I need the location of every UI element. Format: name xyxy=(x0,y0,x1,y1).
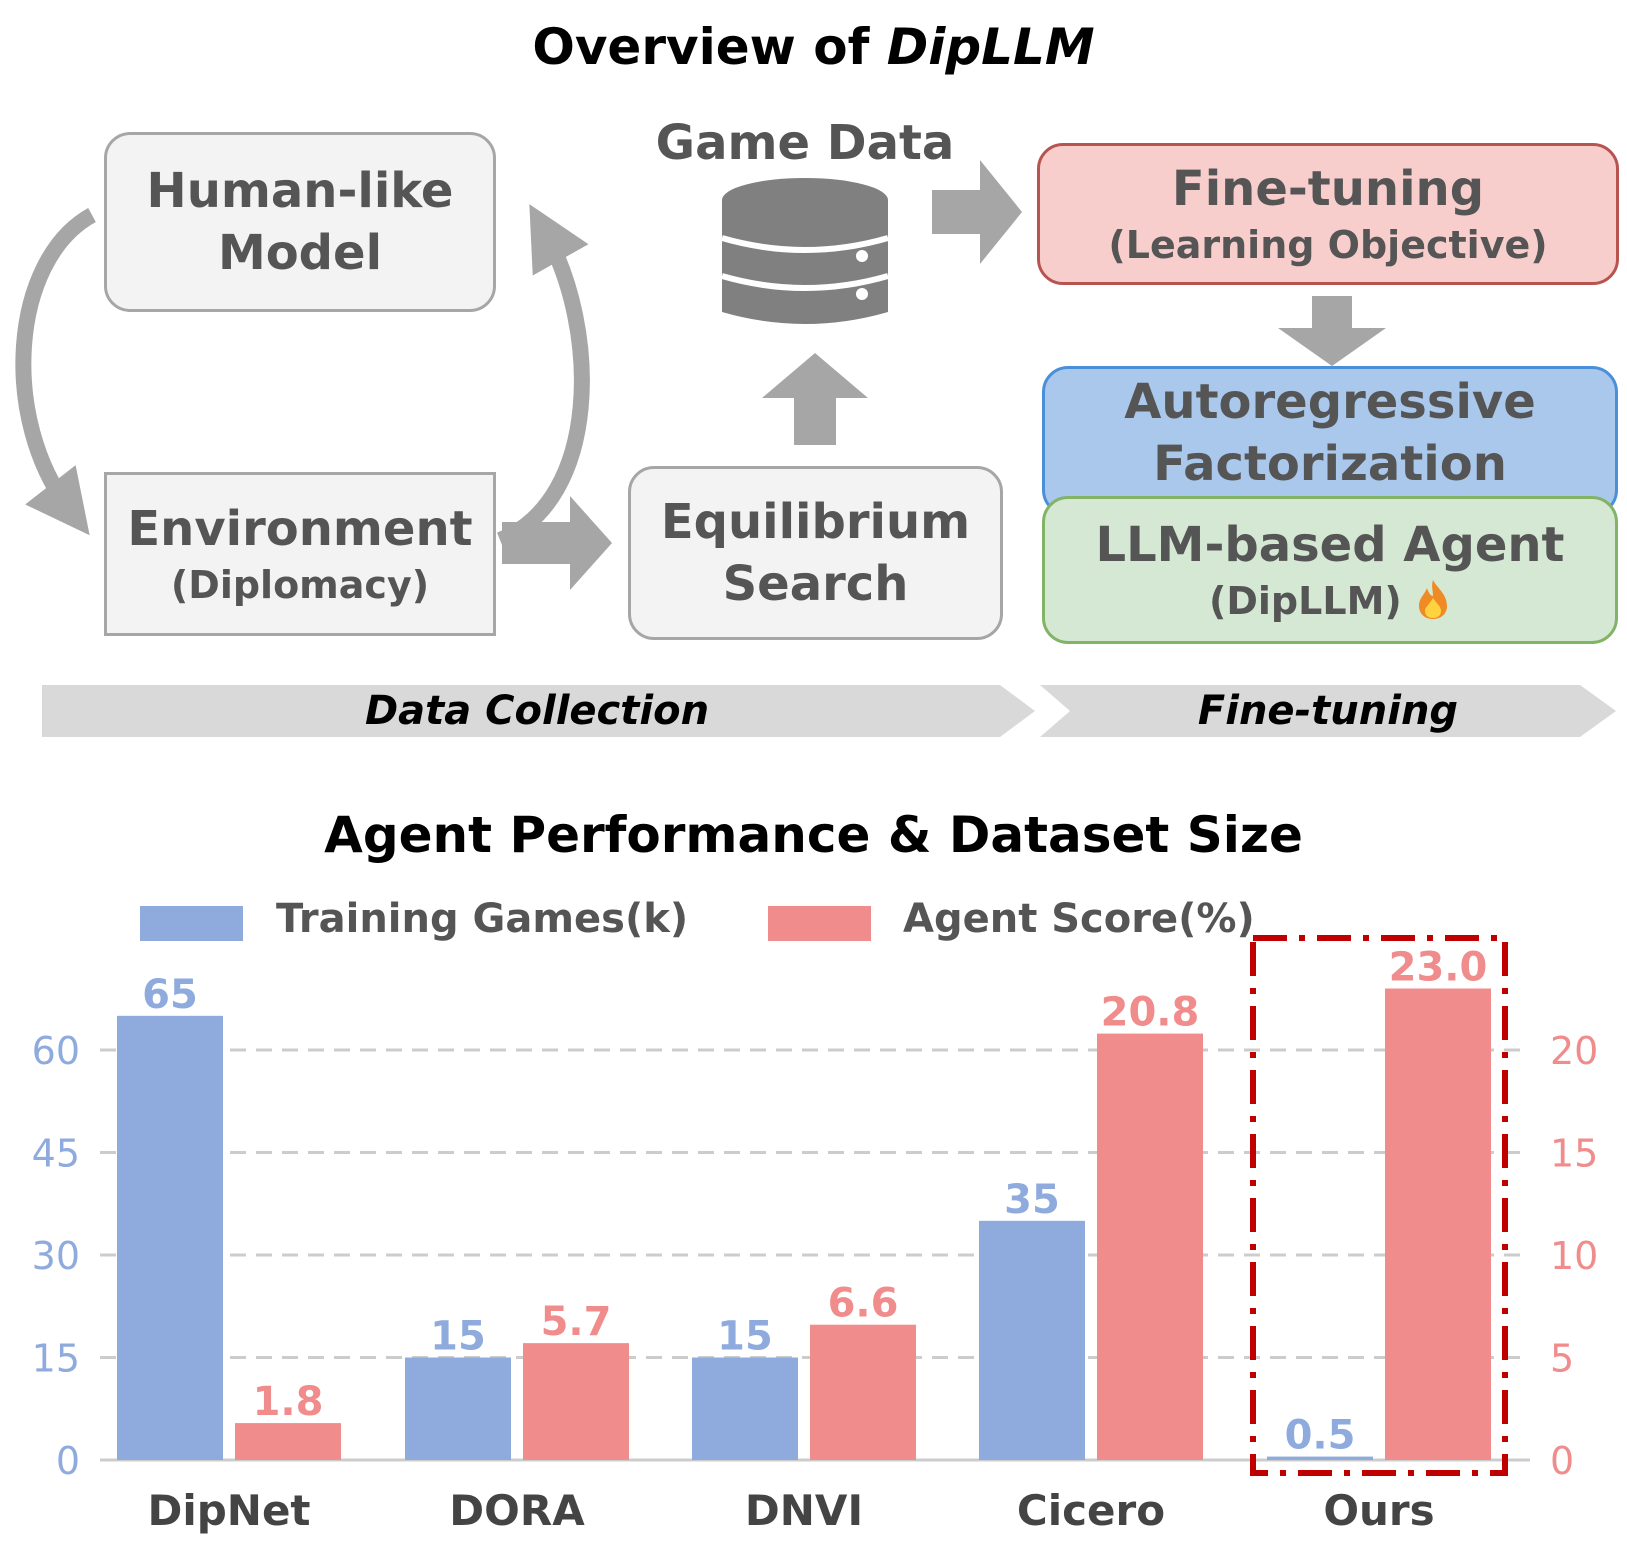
diagram-title-prefix: Overview of xyxy=(532,18,870,76)
right-axis-tick: 15 xyxy=(1550,1132,1598,1176)
data-label-training: 35 xyxy=(1004,1177,1060,1223)
autoreg-line2: Factorization xyxy=(1153,436,1507,493)
bar-training-games xyxy=(117,1015,223,1460)
arrow-eq-to-data xyxy=(762,353,868,445)
x-axis-category-label: Cicero xyxy=(1017,1486,1165,1535)
fire-icon xyxy=(1418,579,1447,619)
right-axis-tick: 10 xyxy=(1550,1234,1598,1278)
data-label-training: 0.5 xyxy=(1285,1413,1356,1459)
bar-training-games xyxy=(692,1357,798,1460)
autoreg-line1: Autoregressive xyxy=(1124,374,1536,430)
agent-line2-text: (DipLLM) xyxy=(1209,578,1402,623)
environment-box: Environment (Diplomacy) xyxy=(104,472,496,636)
bar-training-games xyxy=(1267,1456,1373,1460)
environment-line1: Environment xyxy=(127,501,473,558)
left-axis-tick: 60 xyxy=(32,1029,80,1073)
stage-data-collection: Data Collection xyxy=(364,688,710,734)
data-label-training: 65 xyxy=(142,972,198,1018)
equilibrium-search-box: Equilibrium Search xyxy=(628,466,1003,640)
right-axis-tick: 5 xyxy=(1550,1337,1574,1381)
legend-swatch-score xyxy=(768,906,871,941)
bar-training-games xyxy=(979,1220,1085,1460)
human-like-model-box: Human-like Model xyxy=(104,132,496,312)
stage-arrow-data-collection xyxy=(42,685,1035,737)
agent-box: LLM-based Agent (DipLLM) xyxy=(1042,496,1618,644)
game-data-label: Game Data xyxy=(655,115,955,171)
arrow-env-to-eq xyxy=(502,496,612,590)
data-label-score: 23.0 xyxy=(1389,945,1488,991)
bar-agent-score xyxy=(235,1423,341,1460)
right-axis-tick: 0 xyxy=(1550,1439,1574,1483)
data-label-training: 15 xyxy=(717,1314,773,1360)
x-axis-category-label: DipNet xyxy=(147,1486,310,1535)
stage-arrow-finetuning xyxy=(1040,685,1616,737)
human-model-line2: Model xyxy=(217,225,383,281)
agent-line1: LLM-based Agent xyxy=(1095,517,1565,574)
legend-label-score: Agent Score(%) xyxy=(903,896,1255,942)
database-icon xyxy=(721,178,889,324)
data-label-score: 5.7 xyxy=(541,1299,612,1345)
left-axis-tick: 0 xyxy=(56,1439,80,1483)
bar-agent-score xyxy=(1097,1033,1203,1460)
diagram-title-emph: DipLLM xyxy=(886,18,1095,76)
bar-agent-score xyxy=(523,1343,629,1460)
arrow-finetune-to-autoreg xyxy=(1278,296,1386,366)
agent-line2: (DipLLM) xyxy=(1209,577,1451,626)
human-model-line1: Human-like xyxy=(146,162,454,219)
diagram-arrows xyxy=(15,160,1616,737)
right-axis-tick: 20 xyxy=(1550,1029,1598,1073)
left-axis-tick: 45 xyxy=(32,1132,80,1176)
data-label-training: 15 xyxy=(430,1314,486,1360)
data-label-score: 20.8 xyxy=(1101,990,1200,1036)
curve-arrow-right xyxy=(496,204,590,548)
legend-swatch-training xyxy=(140,906,243,941)
chart-title: Agent Performance & Dataset Size xyxy=(324,806,1303,864)
bar-agent-score xyxy=(810,1324,916,1460)
bar-training-games xyxy=(405,1357,511,1460)
finetune-line2: (Learning Objective) xyxy=(1108,222,1548,267)
arrow-data-to-finetune xyxy=(932,160,1022,264)
x-axis-category-label: DORA xyxy=(449,1486,585,1535)
data-label-score: 6.6 xyxy=(828,1281,899,1327)
autoregressive-box: Autoregressive Factorization xyxy=(1042,366,1618,516)
curve-arrow-left xyxy=(15,207,97,536)
diagram-title: Overview of DipLLM xyxy=(0,18,1627,76)
stage-finetuning: Fine-tuning xyxy=(1197,688,1459,734)
equilibrium-line1: Equilibrium xyxy=(660,493,971,550)
left-axis-tick: 30 xyxy=(32,1234,80,1278)
x-axis-category-label: Ours xyxy=(1323,1486,1434,1535)
equilibrium-line2: Search xyxy=(722,556,909,612)
finetune-line1: Fine-tuning xyxy=(1171,161,1485,218)
data-label-score: 1.8 xyxy=(253,1379,324,1425)
x-axis-category-label: DNVI xyxy=(745,1486,863,1535)
legend-label-training: Training Games(k) xyxy=(276,896,689,942)
highlight-box-ours xyxy=(1250,935,1508,1476)
environment-line2: (Diplomacy) xyxy=(170,562,430,607)
bar-agent-score xyxy=(1385,988,1491,1460)
finetune-box: Fine-tuning (Learning Objective) xyxy=(1037,143,1619,285)
left-axis-tick: 15 xyxy=(32,1337,80,1381)
